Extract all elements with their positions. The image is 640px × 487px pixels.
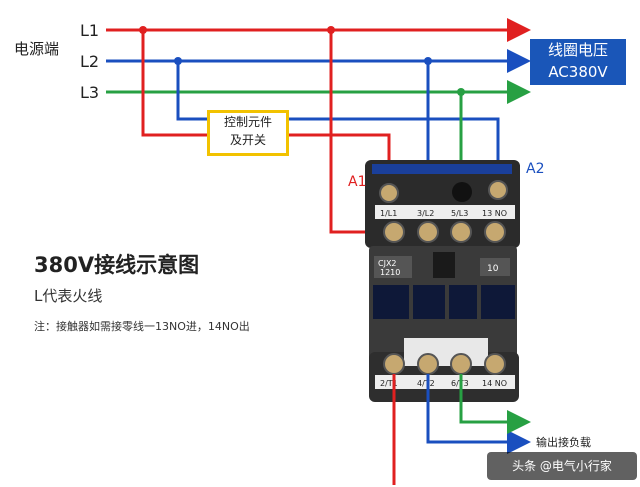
terminal-4-screw [417, 353, 439, 375]
terminal-2-screw [383, 353, 405, 375]
bottom-terminal-label-strip [375, 375, 515, 389]
terminal-14-screw [484, 353, 506, 375]
coil-voltage-box: 线圈电压 AC380V [530, 39, 626, 85]
coil-voltage-title: 线圈电压 [547, 41, 608, 59]
front-window-right [481, 285, 515, 319]
terminal-a1-screw [379, 183, 399, 203]
bottom-terminal-label-2: 2/T1 [380, 379, 398, 388]
terminal-5-screw [450, 221, 472, 243]
coil-voltage-value: AC380V [548, 63, 608, 81]
top-terminal-label-5: 5/L3 [451, 209, 468, 218]
terminal-13-screw [484, 221, 506, 243]
terminal-1-screw [383, 221, 405, 243]
contactor-top-strip [372, 164, 512, 174]
control-element-line1: 控制元件 [223, 115, 272, 129]
l1-to-control-wire [141, 30, 207, 137]
top-terminal-label-13: 13 NO [482, 209, 507, 218]
diagram-note: 注：接触器如需接零线一13NO进，14NO出 [34, 320, 250, 333]
contactor-body [365, 160, 520, 402]
output-t2-wire [426, 374, 531, 454]
terminal-6-screw [450, 353, 472, 375]
top-terminal-label-3: 3/L2 [417, 209, 434, 218]
bottom-cover [404, 338, 488, 366]
coil-terminal-a2-label: A2 [526, 161, 545, 177]
line-l3-label: L3 [80, 83, 100, 102]
control-element-line2: 及开关 [229, 133, 266, 147]
front-window-left [373, 285, 409, 319]
bottom-terminal-label-14: 14 NO [482, 379, 507, 388]
output-t3-wire [459, 374, 531, 434]
diagram-subtitle: L代表火线 [34, 287, 103, 305]
control-element-box: 控制元件 及开关 [207, 110, 289, 156]
model-plate [374, 256, 412, 278]
coil-terminal-a1-label: A1 [348, 174, 367, 190]
line-l2-label: L2 [80, 52, 100, 71]
terminal-3-screw [417, 221, 439, 243]
l2-node-terminal [424, 57, 432, 65]
coil-indicator-knob [452, 182, 472, 202]
line-l1-label: L1 [80, 21, 100, 40]
rating-plate [480, 258, 510, 276]
l1-node-control [139, 26, 147, 34]
rating-badge: 10 [487, 264, 499, 274]
watermark: 头条 @电气小行家 [487, 452, 637, 480]
l2-node-coil [174, 57, 182, 65]
model-line2: 1210 [380, 268, 400, 277]
contactor-top-housing [365, 160, 520, 248]
top-terminal-label-1: 1/L1 [380, 209, 397, 218]
l3-node-terminal [457, 88, 465, 96]
top-terminal-label-strip [375, 205, 515, 219]
l1-node-terminal [327, 26, 335, 34]
front-window-mid-right [449, 285, 477, 319]
model-line1: CJX2 [378, 259, 397, 268]
terminal-a2-screw [488, 180, 508, 200]
l2-to-a2-wire [176, 61, 500, 185]
diagram-title: 380V接线示意图 [34, 253, 200, 277]
front-window-mid-left [413, 285, 445, 319]
actuator-slot [433, 252, 455, 278]
bottom-terminal-label-4: 4/T2 [417, 379, 435, 388]
output-load-label: 输出接负载 [536, 436, 591, 449]
power-source-label: 电源端 [14, 40, 60, 58]
